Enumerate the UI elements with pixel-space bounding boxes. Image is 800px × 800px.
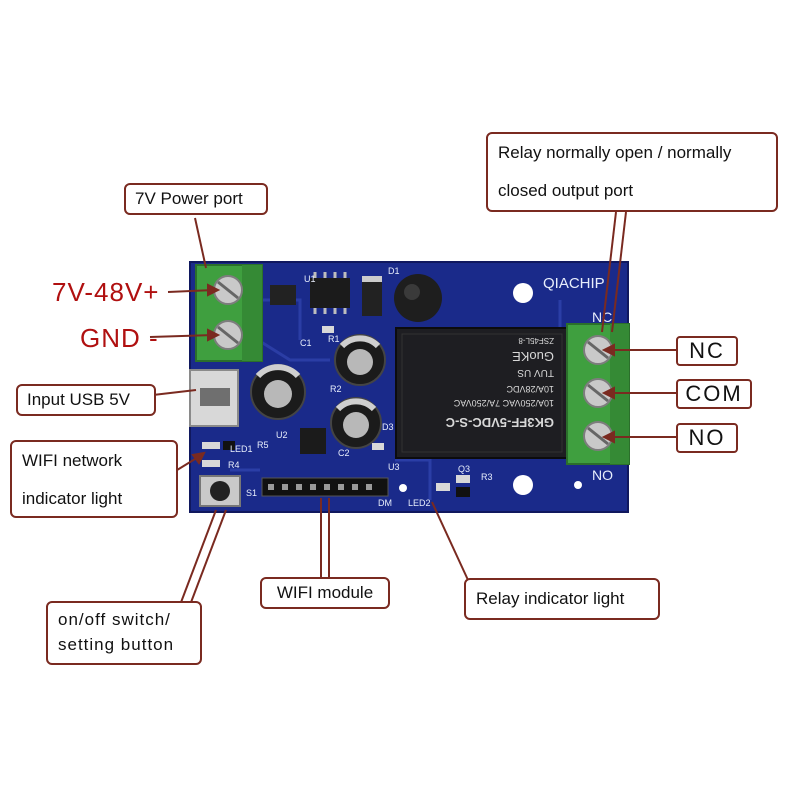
pcb-brand-text: QIACHIP [543,275,605,292]
silk-label: C2 [338,448,350,458]
arrow-head-icon [207,328,221,342]
switch-button-line2: setting button [58,635,175,654]
usb-input-callout: Input USB 5V [16,384,156,416]
leader-line [149,334,215,338]
switch-button-line1: on/off switch/ [58,610,171,629]
power-port-callout: 7V Power port [124,183,268,215]
leader-line [152,389,197,396]
relay-text-line: GK3FF-5VDC-S-C [445,415,554,430]
silk-label: U1 [304,274,316,284]
relay-indicator-callout: Relay indicator light [464,578,660,620]
silk-label: LED2 [408,498,431,508]
silk-label: R4 [228,460,240,470]
pcb-no-silk: NO [592,467,613,483]
chip-u1 [310,278,350,308]
relay-text-line: 10A/28VDC [506,384,554,394]
leader-line [167,289,215,293]
arrow-head-icon [601,343,615,357]
silk-label: LED1 [230,444,253,454]
usb-port [189,369,239,427]
wifi-module-header [261,477,389,497]
relay-indicator-text: Relay indicator light [476,589,625,608]
relay [395,327,569,459]
silk-label: U3 [388,462,400,472]
power-terminal-block [195,264,263,362]
push-button [199,475,241,507]
mounting-hole [399,484,407,492]
silk-label: D1 [388,266,400,276]
capacitor [330,397,382,449]
ground-label: GND - [80,323,159,353]
silk-label: DM [378,498,392,508]
silk-label: R3 [481,472,493,482]
leader-line [179,509,217,606]
leader-line [194,217,207,269]
silk-label: R2 [330,384,342,394]
arrow-head-icon [601,386,615,400]
wifi-indicator-line2: indicator light [22,489,123,508]
capacitor [334,334,386,386]
relay-text-line: ZSF45L-8 [518,336,554,345]
relay-output-port-line2: closed output port [498,181,634,200]
nc-terminal-label: NC [676,336,738,366]
no-terminal-label: NO [676,423,738,453]
silk-label: U2 [276,430,288,440]
silk-label: S1 [246,488,257,498]
pcb-nc-silk: NC [592,309,612,325]
relay-text-line: 10A/250VAC 7A/250VAC [453,398,554,408]
capacitor [250,364,306,420]
arrow-head-icon [601,430,615,444]
relay-text-line: TUV US [517,367,554,378]
leader-line [601,211,617,333]
chip-small [270,285,296,305]
mounting-hole [513,475,533,495]
relay-output-port-line1: Relay normally open / normally [498,143,732,162]
leader-line [431,501,469,581]
silk-label: Q3 [458,464,470,474]
silk-label: D3 [382,422,394,432]
mounting-hole [574,481,582,489]
wifi-module-text: WIFI module [276,583,374,602]
wifi-module-callout: WIFI module [260,577,390,609]
diode-d1 [362,276,382,316]
relay-text-line: GuoKE [512,349,554,364]
leader-line [189,509,227,606]
power-positive-label: 7V-48V+ [52,277,160,307]
usb-input-text: Input USB 5V [27,390,131,409]
power-port-text: 7V Power port [135,189,243,208]
switch-button-callout: on/off switch/ setting button [46,601,202,665]
mounting-hole [513,283,533,303]
wifi-indicator-line1: WIFI network [22,451,123,470]
com-terminal-label: COM [676,379,752,409]
leader-line [611,211,627,333]
arrow-head-icon [207,283,221,297]
silk-label: R5 [257,440,269,450]
inductor [394,274,442,322]
regulator-u2 [300,428,326,454]
arrow-head-icon [191,451,206,465]
relay-output-port-callout: Relay normally open / normally closed ou… [486,132,778,212]
silk-label: R1 [328,334,340,344]
silk-label: C1 [300,338,312,348]
wifi-indicator-callout: WIFI network indicator light [10,440,178,518]
